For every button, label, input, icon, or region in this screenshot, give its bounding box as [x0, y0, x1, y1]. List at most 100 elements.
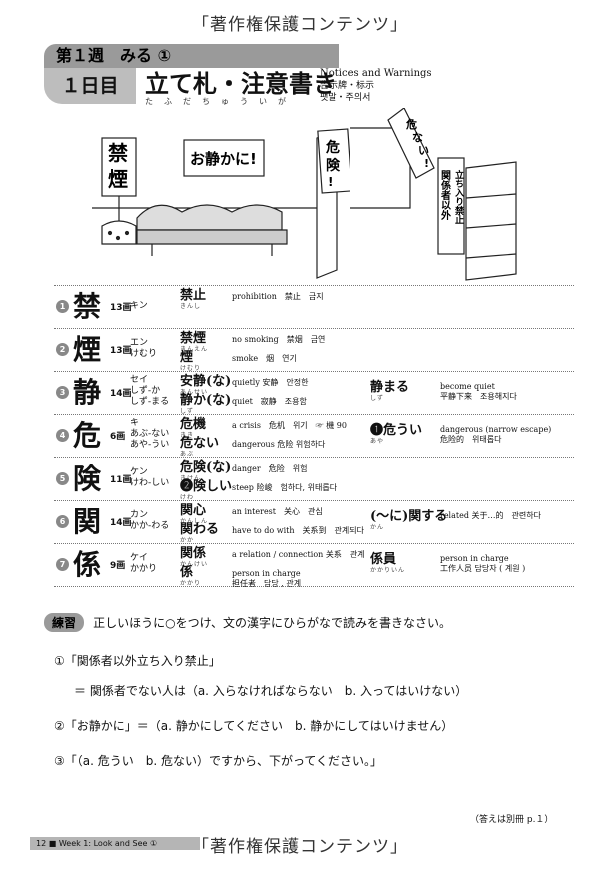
keepout-text-4: !: [424, 157, 429, 170]
answer-note: （答えは別冊 p.１）: [470, 815, 554, 825]
vocab-kanji: 関心: [180, 503, 207, 518]
kanji-reading: しず-まる: [130, 397, 170, 407]
vocab-word: 関心 かんしん: [180, 503, 208, 525]
title-english: Notices and Warnings: [320, 68, 432, 79]
staff-only-text-1: 関係者以外: [439, 170, 452, 221]
vocab-furigana: かか: [180, 537, 195, 544]
extra-vocab-word: ❶危うい あや: [370, 423, 422, 445]
title-translations: Notices and Warnings 告示牌・标示 팻말・주의서: [320, 68, 432, 104]
stroke-count: 14画: [110, 389, 132, 399]
extra-vocab-kanji: 静まる: [370, 380, 410, 395]
vocab-kanji: 危機: [180, 417, 207, 432]
kanji-reading: しず-か: [130, 386, 161, 396]
vocab-kanji: 係: [180, 565, 194, 580]
lesson-header: 第１週 みる ① １日目 立て札・注意書き たふだちゅういが Notices a…: [44, 44, 589, 106]
vocab-word: 安静(な) あんせい: [180, 374, 231, 396]
vocab-word: 禁煙 きんえん: [180, 331, 208, 353]
extra-vocab-furigana: しず: [370, 395, 384, 402]
vocab-word: 危ない あぶ: [180, 436, 219, 458]
exercise-instruction: 正しいほうに○をつけ、文の漢字にひらがなで読みを書きなさい。: [93, 616, 451, 630]
question-3: ③「（a. 危うい b. 危ない）ですから、下がってください。」: [54, 754, 383, 768]
extra-vocab-kanji: 係員: [370, 552, 397, 567]
stroke-count: 13画: [110, 346, 132, 356]
no-smoking-sign: [101, 137, 137, 197]
vocab-furigana: あんせい: [180, 389, 209, 396]
danger-text-1: 危: [325, 139, 340, 156]
title-chinese: 告示牌・标示: [320, 81, 375, 91]
row-number: 7: [56, 558, 69, 571]
vocab-meaning: smoke 烟 연기: [232, 354, 297, 363]
staff-only-text-2: 立ち入り禁止: [453, 169, 465, 224]
vocab-word: 静か(な) しず: [180, 393, 231, 415]
kanji-character: 危: [73, 419, 102, 452]
kanji-row: 3 静 14画セイしず-かしず-まる 安静(な) あんせい quietly 安静…: [54, 372, 574, 415]
kanji-reading: けわ-しい: [130, 478, 170, 488]
kanji-reading: ケイ: [130, 553, 148, 563]
kanji-character: 禁: [73, 290, 102, 323]
vocab-furigana: きけん: [180, 475, 202, 482]
vocab-meaning: an interest 关心 관심: [232, 507, 323, 516]
kanji-character: 煙: [73, 333, 102, 366]
danger-text-3: !: [328, 175, 333, 189]
vocab-furigana: けむり: [180, 365, 202, 372]
kanji-character: 関: [73, 505, 102, 538]
vocab-kanji: ❷険しい: [180, 479, 233, 494]
kanji-reading: キン: [130, 301, 148, 311]
vocab-kanji: 煙: [180, 350, 194, 365]
vocab-furigana: きんえん: [180, 346, 209, 353]
kanji-reading: エン: [130, 338, 149, 348]
kanji-character: 険: [73, 462, 102, 495]
stroke-count: 13画: [110, 303, 132, 313]
vocab-word: ❷険しい けわ: [180, 479, 232, 501]
keepout-text-2: な: [412, 131, 423, 144]
vocab-kanji: 危険(な): [180, 460, 232, 475]
vocab-kanji: 禁止: [180, 288, 207, 303]
kanji-row: 5 険 11画ケンけわ-しい 危険(な) きけん danger 危险 위험 ❷険…: [54, 458, 574, 501]
page-footer: 12 ■ Week 1: Look and See ①: [30, 837, 200, 850]
kanji-character: 係: [73, 548, 102, 581]
stroke-count: 14画: [110, 518, 132, 528]
vocab-meaning: dangerous 危险 위험하다: [232, 440, 326, 449]
danger-sign: [317, 128, 353, 194]
kanji-character: 静: [73, 376, 102, 409]
vocab-furigana: かんしん: [180, 518, 209, 525]
vocab-word: 危険(な) きけん: [180, 460, 231, 482]
vocab-furigana: しず: [180, 408, 194, 415]
quiet-sign-text: お静かに!: [190, 150, 257, 168]
danger-text-2: 険: [326, 157, 341, 174]
quiet-sign: [183, 139, 265, 177]
vocab-furigana: きき: [180, 432, 195, 439]
extra-vocab-furigana: かん: [370, 524, 385, 531]
week-label: 第１週 みる ①: [44, 44, 339, 68]
extra-vocab-word: 係員 かかりいん: [370, 552, 405, 574]
vocab-furigana: きんし: [180, 303, 202, 310]
row-number: 2: [56, 343, 69, 356]
vocab-furigana: あぶ: [180, 451, 195, 458]
kanji-row: 7 係 9画ケイかかり 関係 かんけい a relation / connect…: [54, 544, 574, 588]
no-smoking-text-2: 煙: [108, 167, 128, 191]
kanji-reading: かか-わる: [130, 521, 170, 531]
keepout-text-3: い: [418, 144, 429, 157]
vocab-meaning: quiet 寂静 조용함: [232, 397, 307, 406]
waiting-bench: [136, 204, 283, 231]
vocab-meaning: quietly 安静 안정한: [232, 378, 309, 387]
vocab-furigana: かかり: [180, 580, 202, 587]
kanji-reading: あぶ-ない: [130, 429, 170, 439]
vocab-meaning: a crisis 危机 위기 ☞ 機 90: [232, 421, 347, 430]
row-number: 4: [56, 429, 69, 442]
vocab-word: 危機 きき: [180, 417, 206, 439]
vocab-word: 禁止 きんし: [180, 288, 206, 310]
no-smoking-text-1: 禁: [108, 141, 128, 165]
stroke-count: 9画: [110, 561, 126, 571]
day-label: １日目: [44, 68, 136, 104]
keepout-text-1: 危: [405, 117, 417, 131]
extra-vocab-furigana: かかりいん: [370, 567, 406, 574]
row-number: 1: [56, 300, 69, 313]
kanji-reading: キ: [130, 418, 140, 428]
vocab-kanji: 関わる: [180, 522, 220, 537]
vocab-kanji: 関係: [180, 546, 207, 561]
extra-vocab-meaning: related 关于…的 관련하다: [440, 511, 541, 520]
extra-vocab-meaning: dangerous (narrow escape) 危险的 위태롭다: [440, 425, 552, 444]
vocab-word: 関わる かか: [180, 522, 219, 544]
